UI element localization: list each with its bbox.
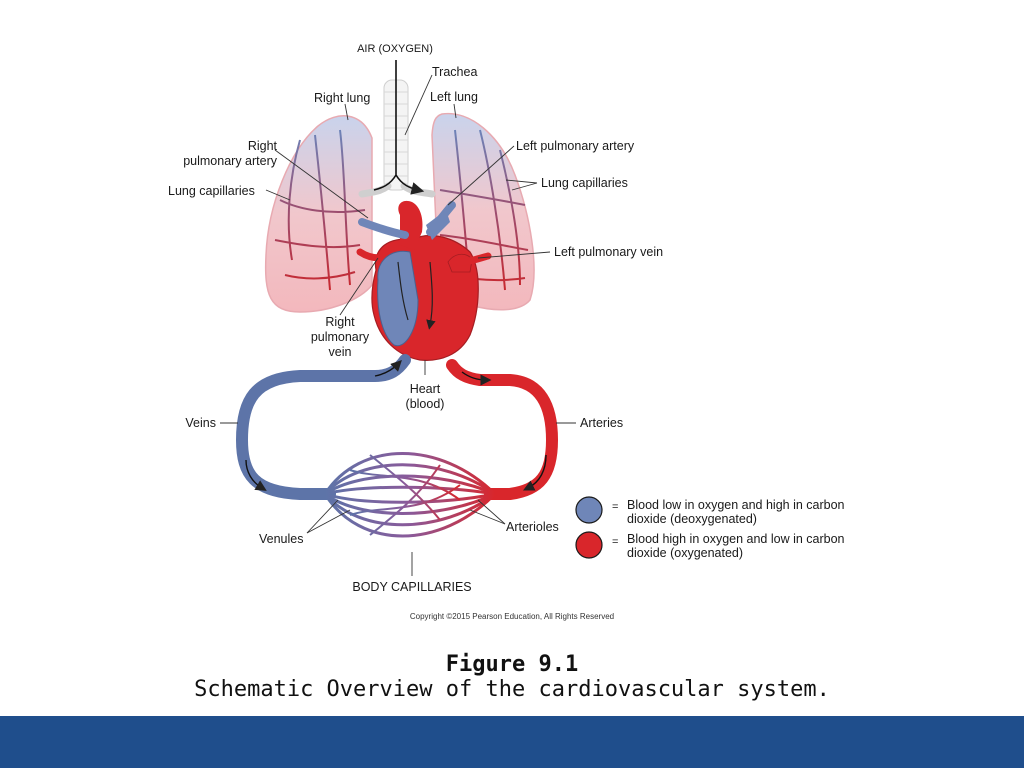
legend-swatch-deoxygenated [575, 496, 603, 524]
label-left-pulmonary-vein: Left pulmonary vein [554, 245, 663, 259]
veins-vessel [235, 354, 411, 500]
air-arrow [373, 60, 418, 190]
left-pulmonary-artery-vessel [426, 201, 456, 236]
label-lung-capillaries-right: Lung capillaries [541, 176, 628, 190]
veins-flow-arrow [245, 459, 267, 491]
right-pulmonary-artery-vessel [358, 218, 409, 239]
legend-deoxygenated-line1: Blood low in oxygen and high in carbon [627, 498, 845, 512]
label-lung-capillaries-left: Lung capillaries [168, 184, 255, 198]
footer-bar [0, 716, 1024, 768]
figure-title: Schematic Overview of the cardiovascular… [194, 677, 830, 702]
legend-oxygenated-line1: Blood high in oxygen and low in carbon [627, 532, 845, 546]
label-right-pulmonary-artery-2: pulmonary artery [183, 154, 278, 168]
arteries-flow-arrow [522, 454, 547, 491]
label-heart-1: Heart [410, 382, 441, 396]
label-veins: Veins [185, 416, 216, 430]
veins-top-arrow [374, 360, 402, 377]
legend-swatch-oxygenated [575, 531, 603, 559]
heart-shape [371, 200, 479, 361]
leader-lines [220, 74, 576, 576]
legend-equals-deoxygenated: = [612, 501, 618, 513]
label-arterioles: Arterioles [506, 520, 559, 534]
label-left-lung: Left lung [430, 90, 478, 104]
body-capillaries-network [323, 452, 497, 538]
left-pulmonary-vein-vessel [456, 252, 492, 266]
legend: = Blood low in oxygen and high in carbon… [575, 496, 845, 560]
copyright-notice: Copyright ©2015 Pearson Education, All R… [410, 612, 614, 621]
legend-deoxygenated-line2: dioxide (deoxygenated) [627, 512, 757, 526]
legend-equals-oxygenated: = [612, 536, 618, 548]
arteries-vessel [446, 359, 559, 500]
label-venules: Venules [259, 532, 303, 546]
label-right-pulmonary-vein-2: pulmonary [311, 330, 370, 344]
cardiovascular-diagram: AIR (OXYGEN) Trachea Right lung Left lun… [168, 43, 845, 621]
label-heart-2: (blood) [406, 397, 445, 411]
label-air: AIR (OXYGEN) [357, 43, 433, 55]
label-left-pulmonary-artery: Left pulmonary artery [516, 139, 635, 153]
label-right-pulmonary-artery-1: Right [248, 139, 278, 153]
label-arteries: Arteries [580, 416, 623, 430]
label-right-pulmonary-vein-1: Right [325, 315, 355, 329]
arteries-top-arrow [461, 371, 492, 386]
figure-number: Figure 9.1 [445, 652, 579, 677]
label-right-lung: Right lung [314, 91, 370, 105]
label-trachea: Trachea [432, 65, 477, 79]
right-lung-shape [264, 115, 373, 313]
label-right-pulmonary-vein-3: vein [329, 345, 352, 359]
label-body-capillaries: BODY CAPILLARIES [352, 580, 471, 594]
legend-oxygenated-line2: dioxide (oxygenated) [627, 546, 743, 560]
right-pulmonary-vein-vessel [356, 248, 384, 262]
